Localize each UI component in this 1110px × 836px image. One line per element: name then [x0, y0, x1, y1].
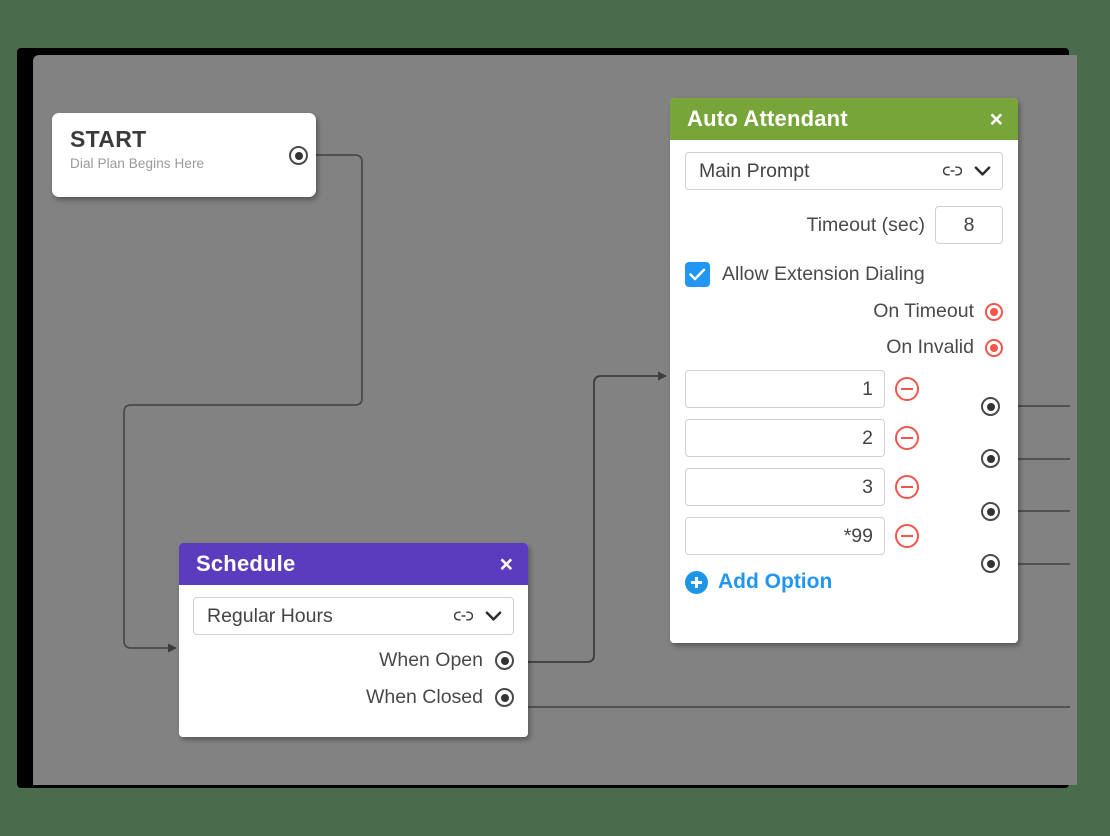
- close-icon[interactable]: ×: [989, 105, 1003, 132]
- start-node-subtitle: Dial Plan Begins Here: [70, 156, 205, 172]
- option-row: 1: [685, 370, 1003, 408]
- add-option-label: Add Option: [718, 570, 833, 593]
- link-icon[interactable]: [454, 609, 473, 623]
- option-4-output-port[interactable]: [981, 554, 1000, 573]
- option-input-2[interactable]: 2: [685, 419, 885, 457]
- schedule-select-value: Regular Hours: [207, 604, 333, 627]
- on-timeout-radio[interactable]: [985, 302, 1003, 321]
- remove-option-3-button[interactable]: [895, 475, 919, 499]
- auto-attendant-node[interactable]: Auto Attendant × Main Prompt Timeout (se…: [670, 98, 1018, 643]
- option-row: *99: [685, 517, 1003, 555]
- start-output-port[interactable]: [289, 146, 308, 165]
- on-invalid-label: On Invalid: [886, 336, 974, 358]
- option-input-3[interactable]: 3: [685, 468, 885, 506]
- on-invalid-row[interactable]: On Invalid: [685, 336, 1003, 359]
- close-icon[interactable]: ×: [499, 550, 513, 577]
- when-open-output-port[interactable]: [495, 651, 514, 670]
- option-1-output-port[interactable]: [981, 397, 1000, 416]
- allow-extension-dialing-row[interactable]: Allow Extension Dialing: [685, 262, 1003, 287]
- chevron-down-icon[interactable]: [973, 164, 992, 178]
- start-node-title: START: [70, 126, 147, 152]
- auto-attendant-body: Main Prompt Timeout (sec) 8: [670, 140, 1018, 643]
- remove-option-2-button[interactable]: [895, 426, 919, 450]
- timeout-input[interactable]: 8: [935, 206, 1003, 244]
- option-input-4[interactable]: *99: [685, 517, 885, 555]
- on-invalid-radio[interactable]: [985, 338, 1003, 357]
- plus-icon: [685, 570, 708, 594]
- option-row: 3: [685, 468, 1003, 506]
- main-prompt-value: Main Prompt: [699, 159, 810, 182]
- timeout-label: Timeout (sec): [806, 213, 925, 236]
- chevron-down-icon[interactable]: [484, 609, 503, 623]
- schedule-body: Regular Hours When Open When Closed: [179, 585, 528, 737]
- allow-extension-dialing-checkbox[interactable]: [685, 262, 710, 287]
- on-timeout-row[interactable]: On Timeout: [685, 300, 1003, 323]
- on-timeout-label: On Timeout: [873, 300, 974, 322]
- schedule-header: Schedule ×: [179, 543, 528, 585]
- schedule-select[interactable]: Regular Hours: [193, 597, 514, 635]
- when-closed-row: When Closed: [193, 686, 514, 709]
- remove-option-1-button[interactable]: [895, 377, 919, 401]
- link-icon[interactable]: [943, 164, 962, 178]
- auto-attendant-title: Auto Attendant: [687, 106, 848, 131]
- option-2-output-port[interactable]: [981, 449, 1000, 468]
- when-open-label: When Open: [378, 649, 483, 671]
- add-option-button[interactable]: Add Option: [685, 570, 1003, 594]
- when-open-row: When Open: [193, 649, 514, 672]
- timeout-row: Timeout (sec) 8: [685, 206, 1003, 244]
- start-node[interactable]: START Dial Plan Begins Here: [52, 113, 316, 197]
- option-input-1[interactable]: 1: [685, 370, 885, 408]
- auto-attendant-header: Auto Attendant ×: [670, 98, 1018, 140]
- main-prompt-select[interactable]: Main Prompt: [685, 152, 1003, 190]
- option-row: 2: [685, 419, 1003, 457]
- option-3-output-port[interactable]: [981, 502, 1000, 521]
- schedule-node[interactable]: Schedule × Regular Hours When Open When …: [179, 543, 528, 737]
- allow-extension-dialing-label: Allow Extension Dialing: [722, 263, 925, 285]
- schedule-title: Schedule: [196, 551, 296, 576]
- check-icon: [689, 268, 706, 281]
- when-closed-output-port[interactable]: [495, 688, 514, 707]
- when-closed-label: When Closed: [365, 686, 483, 708]
- remove-option-4-button[interactable]: [895, 524, 919, 548]
